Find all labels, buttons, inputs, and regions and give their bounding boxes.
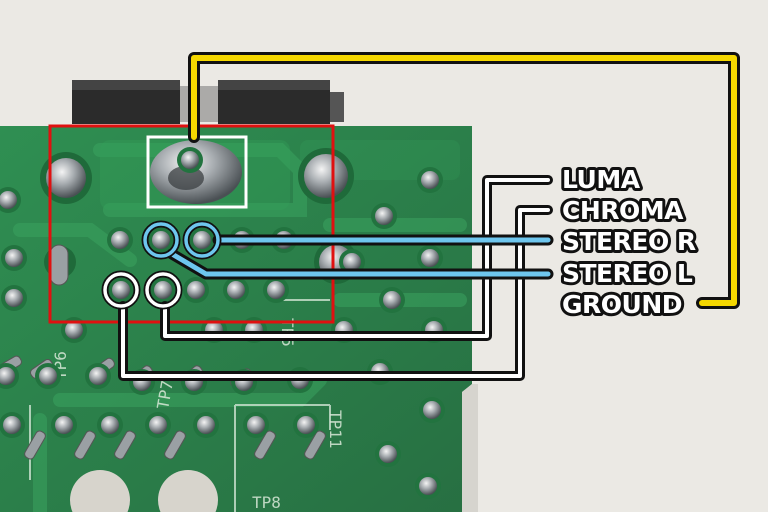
solder-pad — [227, 281, 245, 299]
solder-pad — [267, 281, 285, 299]
solder-pad — [3, 416, 21, 434]
solder-pad — [112, 281, 130, 299]
solder-pad — [375, 207, 393, 225]
solder-pad — [421, 249, 439, 267]
solder-pad — [423, 401, 441, 419]
solder-pad — [149, 416, 167, 434]
solder-pad — [101, 416, 119, 434]
solder-pad — [65, 321, 83, 339]
solder-pad — [379, 445, 397, 463]
silk-tp7: TP7 — [153, 379, 177, 411]
solder-pad — [111, 231, 129, 249]
label-ground: GROUND — [562, 290, 682, 319]
label-stereo-r: STEREO R — [562, 227, 696, 256]
solder-pad — [193, 231, 211, 249]
solder-pad — [152, 231, 170, 249]
solder-pad — [39, 367, 57, 385]
solder-pad — [181, 151, 199, 169]
solder-pad — [297, 416, 315, 434]
silk-tp11: TP11 — [326, 410, 345, 449]
label-chroma: CHROMA — [562, 196, 684, 225]
solder-pad — [421, 171, 439, 189]
solder-pad — [419, 477, 437, 495]
solder-pad — [89, 367, 107, 385]
solder-pad — [5, 249, 23, 267]
solder-pad — [5, 289, 23, 307]
ground-wire — [188, 52, 740, 309]
video-wires — [118, 175, 553, 381]
stereo-wires — [166, 234, 554, 280]
label-luma: LUMA — [562, 165, 641, 194]
pin-markers — [101, 220, 222, 310]
solder-pad — [343, 253, 361, 271]
solder-pad — [55, 416, 73, 434]
solder-pad — [154, 281, 172, 299]
signal-labels: LUMA CHROMA STEREO R STEREO L GROUND — [559, 162, 699, 322]
label-stereo-l: STEREO L — [562, 259, 693, 288]
silk-tp8: TP8 — [252, 493, 281, 512]
solder-pad — [0, 191, 17, 209]
solder-pad — [0, 367, 15, 385]
solder-pad — [383, 291, 401, 309]
solder-pad — [187, 281, 205, 299]
solder-pad — [197, 416, 215, 434]
solder-pad — [247, 416, 265, 434]
